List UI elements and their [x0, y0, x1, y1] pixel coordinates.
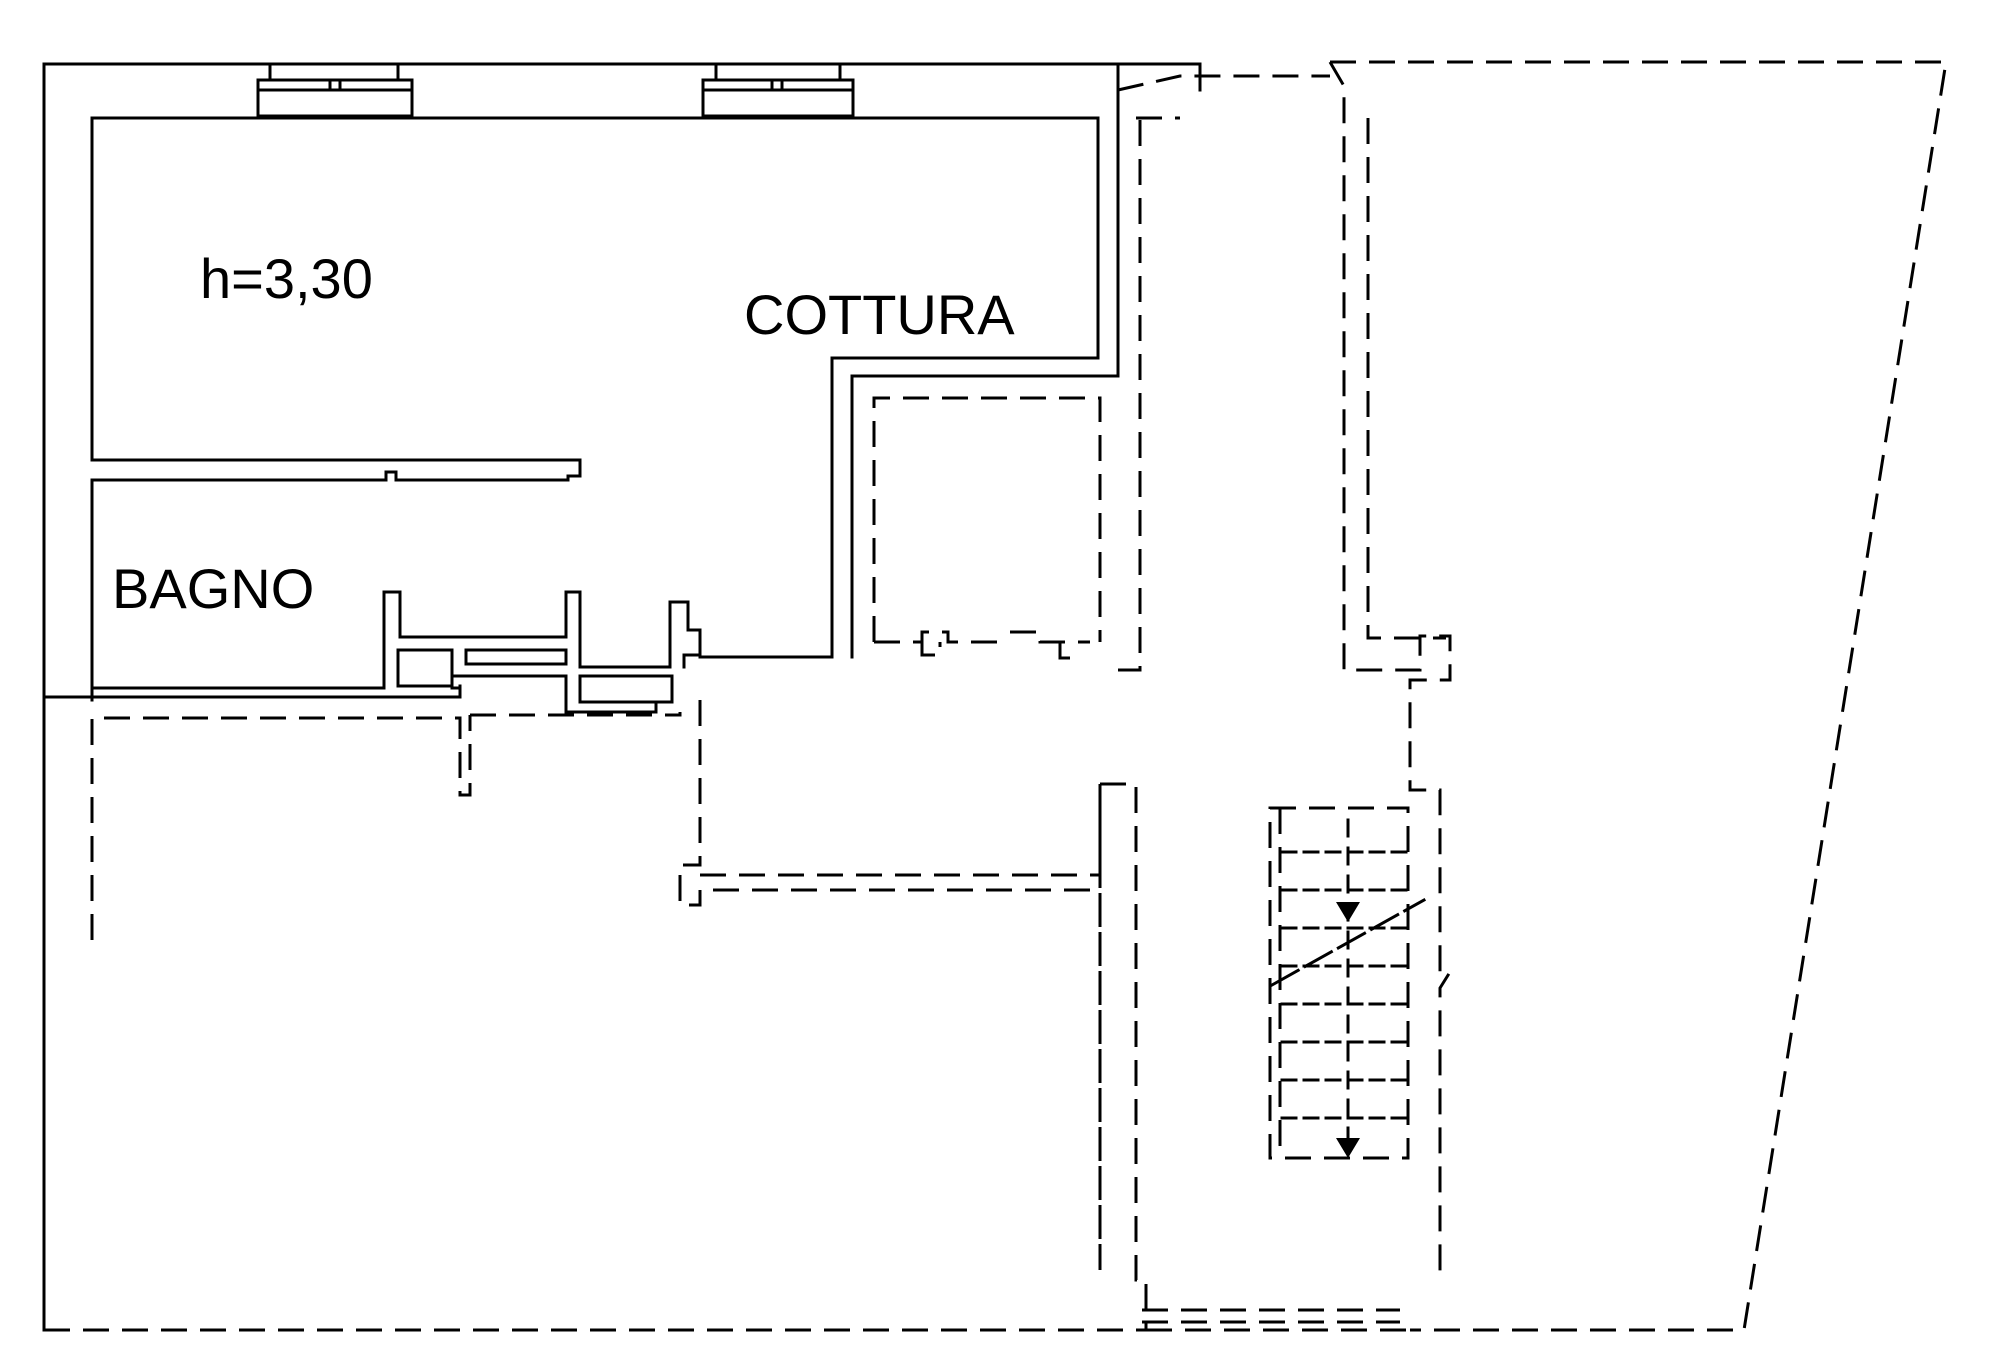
window-left: [256, 62, 414, 118]
stair-arrow-upper: [1336, 902, 1360, 922]
stair-arrow-lower: [1336, 1138, 1360, 1158]
staircase: [1268, 806, 1427, 1160]
dashed-walls: [44, 60, 1948, 1332]
window-right: [701, 62, 855, 118]
kitchen-label: COTTURA: [744, 283, 1015, 346]
kitchen-walls: [90, 62, 1120, 659]
bathroom-walls: [90, 478, 834, 714]
stair-treads: [1280, 850, 1410, 1120]
ceiling-height-label: h=3,30: [200, 247, 373, 310]
bathroom-label: BAGNO: [112, 557, 314, 620]
